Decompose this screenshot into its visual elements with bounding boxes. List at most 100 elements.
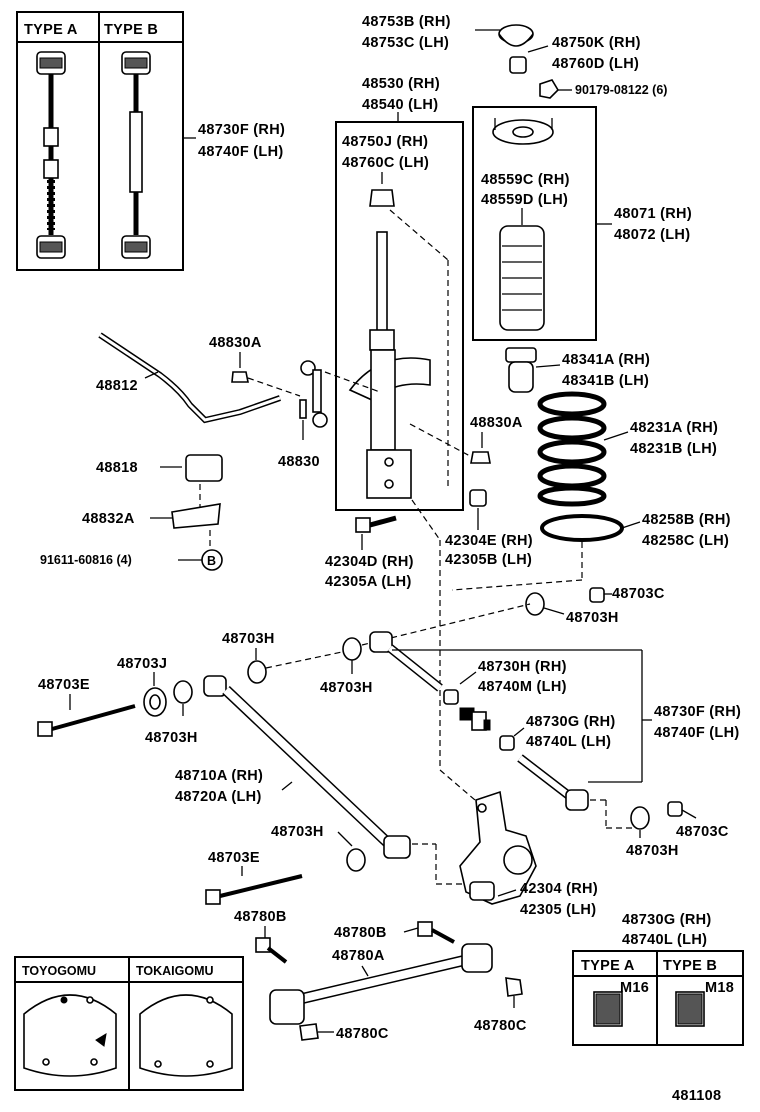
dust-boot (499, 225, 545, 331)
upper-insulator-cap (498, 24, 534, 47)
label-42305a: 42305A (LH) (325, 574, 412, 590)
bump-cushion-small (509, 56, 527, 74)
label-48730h: 48730H (RH) (478, 659, 567, 675)
label-48710a: 48710A (RH) (175, 768, 263, 784)
adjuster-nut (459, 707, 491, 731)
rod-type-b (121, 51, 151, 259)
label-48780b-right: 48780B (334, 925, 387, 941)
stabilizer-bushing (185, 454, 223, 482)
label-48231a: 48231A (RH) (630, 420, 718, 436)
label-48703h-left: 48703H (145, 730, 198, 746)
washer-48703h-lower (346, 848, 366, 872)
label-90179: 90179-08122 (6) (575, 83, 667, 97)
label-48753c: 48753C (LH) (362, 35, 449, 51)
bump-stopper (505, 347, 537, 393)
label-48780c-left: 48780C (336, 1026, 389, 1042)
size-m18: M18 (705, 980, 734, 996)
label-48780a: 48780A (332, 948, 385, 964)
label-48530: 48530 (RH) (362, 76, 440, 92)
label-48703h-mid: 48703H (320, 680, 373, 696)
label-48231b: 48231B (LH) (630, 441, 717, 457)
size-m16: M16 (620, 980, 649, 996)
washer-48703h-right (630, 806, 650, 830)
bolt-48780b-left (255, 937, 288, 964)
washer-48703h-top (525, 592, 545, 616)
washer-42304e (469, 489, 487, 507)
stabilizer-link (299, 360, 328, 428)
bushing-48730g (499, 735, 515, 751)
label-48740l-a: 48740L (LH) (526, 734, 611, 750)
type-a-heading-bottom: TYPE A (581, 958, 635, 974)
label-48703e-bottom: 48703E (208, 850, 260, 866)
nut-48830a-right (470, 451, 491, 464)
label-48341a: 48341A (RH) (562, 352, 650, 368)
label-48703h-mid-left: 48703H (222, 631, 275, 647)
type-box-bottom: TYPE A TYPE B M16 M18 (572, 950, 744, 1046)
label-48830: 48830 (278, 454, 320, 470)
label-48780c-right: 48780C (474, 1018, 527, 1034)
label-48753b: 48753B (RH) (362, 14, 451, 30)
type-b-heading-bottom: TYPE B (663, 958, 717, 974)
label-48760d: 48760D (LH) (552, 56, 639, 72)
label-48740f-right: 48740F (LH) (654, 725, 740, 741)
spring-insulator (540, 514, 624, 542)
label-42304e: 42304E (RH) (445, 533, 533, 549)
label-48830a-right: 48830A (470, 415, 523, 431)
label-48540: 48540 (LH) (362, 97, 438, 113)
bolt-48780b-right (417, 921, 455, 944)
nut-90179 (539, 79, 560, 99)
label-48740m: 48740M (LH) (478, 679, 567, 695)
label-48559d: 48559D (LH) (481, 192, 568, 208)
type-b-heading: TYPE B (104, 22, 158, 38)
label-48730g-b: 48730G (RH) (622, 912, 712, 928)
washer-48703h-left (173, 680, 193, 704)
rear-axle-carrier (459, 790, 537, 905)
label-91611: 91611-60816 (4) (40, 553, 132, 567)
label-48703c-right: 48703C (676, 824, 729, 840)
marker-b-circle (201, 549, 223, 571)
marker-b: B (207, 554, 216, 568)
bolt-48703e-bottom (205, 874, 303, 905)
label-48258c: 48258C (LH) (642, 533, 729, 549)
nut-48703c-right (667, 801, 683, 817)
label-42305: 42305 (LH) (520, 902, 596, 918)
label-48703j: 48703J (117, 656, 167, 672)
bolt-42304d (355, 515, 397, 533)
label-48720a: 48720A (LH) (175, 789, 262, 805)
label-48818: 48818 (96, 460, 138, 476)
label-48258b: 48258B (RH) (642, 512, 731, 528)
label-48750j: 48750J (RH) (342, 134, 428, 150)
mount-boot-box: 48559C (RH) 48559D (LH) (472, 106, 597, 341)
rod-type-a (36, 51, 66, 259)
label-48780b-left: 48780B (234, 909, 287, 925)
control-arm-upper (369, 631, 443, 692)
label-48072: 48072 (LH) (614, 227, 690, 243)
control-arm-lower-rod (517, 754, 589, 811)
nut-48780c-left (299, 1023, 319, 1041)
label-48703e-top: 48703E (38, 677, 90, 693)
brand-toyogomu: TOYOGOMU (22, 964, 96, 978)
label-48703h-right: 48703H (626, 843, 679, 859)
strut-assembly-box: 48750J (RH) 48760C (LH) (335, 121, 464, 511)
label-48812: 48812 (96, 378, 138, 394)
stabilizer-bar (98, 332, 281, 424)
strut-rod-48780a (269, 943, 493, 1025)
nut-48830a-left (231, 371, 249, 383)
label-48830a-left: 48830A (209, 335, 262, 351)
label-48703h-lower: 48703H (271, 824, 324, 840)
label-48740l-b: 48740L (LH) (622, 932, 707, 948)
washer-48703h-mid (342, 637, 362, 661)
label-48730f-right: 48730F (RH) (654, 704, 741, 720)
bolt-48703e-top (37, 704, 136, 737)
cam-plate-48703j (143, 687, 167, 717)
diagram-number: 481108 (672, 1088, 721, 1104)
label-42305b: 42305B (LH) (445, 552, 532, 568)
label-48730f-rh: 48730F (RH) (198, 122, 285, 138)
coil-spring (537, 391, 607, 507)
plate-toyogomu (23, 994, 117, 1077)
label-48703h-top: 48703H (566, 610, 619, 626)
label-48750k: 48750K (RH) (552, 35, 641, 51)
nut-48703c-top (589, 587, 605, 603)
label-48832a: 48832A (82, 511, 135, 527)
